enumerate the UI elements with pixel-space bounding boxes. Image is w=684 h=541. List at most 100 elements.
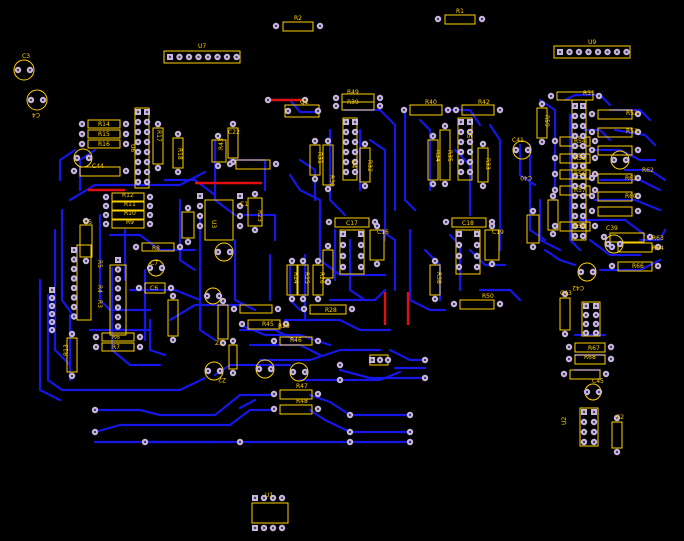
pad-hole: [341, 254, 345, 258]
pad-hole: [198, 214, 202, 218]
pad-hole: [593, 172, 597, 176]
pad-hole: [553, 224, 557, 228]
pad-hole: [594, 331, 598, 335]
pad-hole: [636, 176, 640, 180]
pad-hole: [326, 139, 330, 143]
pad-hole: [316, 297, 320, 301]
pad-hole: [567, 345, 571, 349]
pad-hole: [169, 286, 173, 290]
pad-hole: [573, 134, 577, 138]
pad-hole: [584, 322, 588, 326]
pad-hole: [431, 182, 435, 186]
pad-hole: [624, 158, 628, 162]
pad-hole: [481, 184, 485, 188]
pad-hole: [597, 94, 601, 98]
pad-hole: [402, 108, 406, 112]
pad-hole: [238, 214, 242, 218]
pad-hole: [610, 264, 614, 268]
pad-hole: [302, 307, 306, 311]
label-r11: R11: [124, 201, 136, 208]
pad-hole: [480, 17, 484, 21]
pad-hole: [615, 416, 619, 420]
pad-hole: [459, 120, 463, 124]
pad-hole: [344, 130, 348, 134]
pad-hole: [272, 339, 276, 343]
pad-hole: [584, 304, 588, 308]
pad-hole: [303, 370, 307, 374]
pad-hole: [553, 172, 557, 176]
pad-hole: [498, 302, 502, 306]
pad-hole: [353, 120, 357, 124]
pad-hole: [124, 122, 128, 126]
pad-hole: [253, 526, 257, 530]
pad-hole: [558, 50, 562, 54]
label-c1: C1: [240, 201, 248, 208]
pad-hole: [581, 194, 585, 198]
label-u6: U6: [129, 144, 136, 152]
pad-hole: [348, 440, 352, 444]
pad-hole: [94, 345, 98, 349]
label-u7: U7: [198, 43, 206, 50]
pad-hole: [290, 259, 294, 263]
pad-hole: [581, 104, 585, 108]
pad-hole: [443, 124, 447, 128]
pad-hole: [136, 170, 140, 174]
pad-hole: [116, 268, 120, 271]
pad-hole: [228, 162, 232, 166]
pad-hole: [138, 345, 142, 349]
pad-hole: [573, 224, 577, 228]
pad-hole: [581, 214, 585, 218]
pad-hole: [334, 104, 338, 108]
label-r23: R23: [256, 210, 263, 222]
pad-hole: [72, 296, 76, 299]
pad-hole: [386, 358, 390, 362]
pad-hole: [136, 150, 140, 154]
pad-hole: [284, 322, 288, 326]
pad-hole: [459, 140, 463, 144]
pad-hole: [606, 50, 609, 54]
pad-hole: [104, 204, 108, 208]
label-c39: C39: [606, 225, 618, 232]
pad-hole: [262, 496, 266, 500]
pad-hole: [582, 430, 586, 434]
label-r53v: R59: [543, 115, 550, 127]
label-u3: U3: [210, 220, 217, 228]
pad-hole: [475, 254, 479, 258]
pad-hole: [274, 24, 278, 28]
pad-hole: [216, 250, 220, 254]
label-c44: C44: [92, 163, 104, 170]
pad-hole: [581, 114, 585, 118]
pad-hole: [116, 325, 120, 328]
pad-hole: [338, 363, 342, 367]
pad-hole: [423, 376, 427, 380]
label-r46: R46: [290, 337, 302, 344]
pad-hole: [253, 192, 257, 196]
pad-hole: [581, 134, 585, 138]
pad-hole: [573, 154, 577, 158]
pad-hole: [136, 130, 140, 134]
pad-hole: [490, 220, 494, 224]
pad-hole: [145, 140, 149, 144]
pad-hole: [104, 222, 108, 226]
label-r53: R53: [626, 128, 638, 135]
pad-hole: [274, 162, 278, 166]
pad-hole: [198, 194, 202, 198]
pad-hole: [72, 169, 76, 173]
pad-hole: [636, 130, 640, 134]
pad-hole: [553, 188, 557, 192]
pad-hole: [573, 114, 577, 118]
pad-hole: [370, 358, 374, 362]
pad-hole: [459, 170, 463, 174]
label-c17: C17: [346, 220, 358, 227]
pad-hole: [341, 232, 345, 236]
label-r10: R10: [124, 210, 136, 217]
pad-hole: [238, 194, 242, 198]
label-r43: R43: [218, 138, 225, 150]
pad-hole: [468, 150, 472, 154]
pad-hole: [490, 262, 494, 266]
pad-hole: [468, 170, 472, 174]
pad-hole: [636, 209, 640, 213]
pad-hole: [238, 440, 242, 444]
label-u4: U4: [350, 160, 357, 168]
pad-hole: [594, 313, 598, 317]
